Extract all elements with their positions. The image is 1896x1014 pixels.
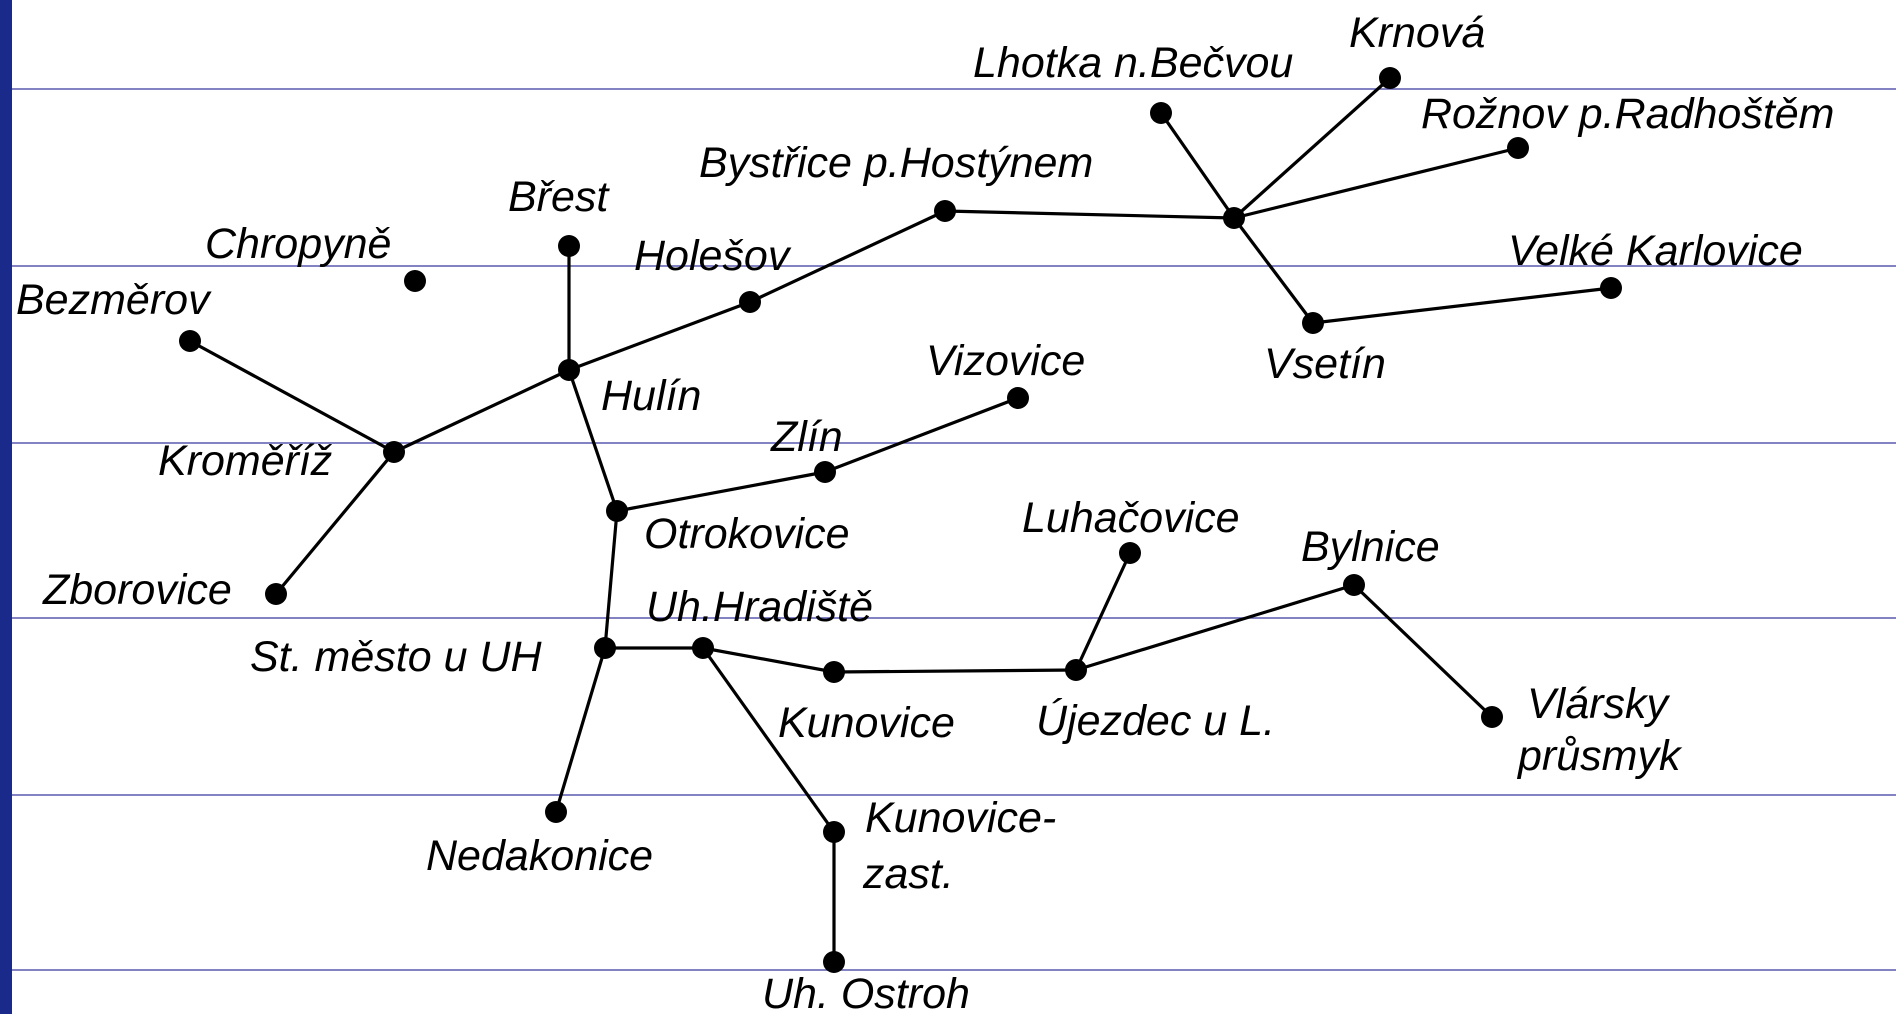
label-brest: Břest	[508, 173, 610, 221]
station-node-bylnice	[1343, 574, 1365, 596]
label-vlarsky-line2: průsmyk	[1516, 732, 1683, 780]
station-nodes	[179, 67, 1622, 973]
track-hulin-otrokovice	[567, 369, 619, 512]
station-node-otrokovice	[606, 500, 628, 522]
track-uh-hradiste-kunovice	[702, 646, 835, 674]
station-node-kunovice	[823, 661, 845, 683]
label-bystrice: Bystřice p.Hostýnem	[699, 139, 1093, 187]
label-bezmerov: Bezměrov	[16, 276, 212, 324]
label-chropyne: Chropyně	[205, 220, 391, 268]
track-bezmerov-kromeriz	[189, 339, 395, 454]
track-uh-hradiste-kunovice-zast	[701, 647, 836, 833]
label-luhacovice: Luhačovice	[1022, 494, 1240, 542]
station-node-lhotka	[1150, 102, 1172, 124]
track-junction-krnova	[1232, 76, 1392, 220]
label-nedakonice: Nedakonice	[426, 832, 653, 880]
track-kromeriz-zborovice	[274, 450, 396, 596]
label-holesov: Holešov	[634, 232, 792, 280]
label-kunovice: Kunovice	[778, 699, 955, 747]
label-uh-hradiste: Uh.Hradiště	[646, 583, 873, 631]
station-node-holesov	[739, 291, 761, 313]
label-krnova: Krnová	[1349, 9, 1485, 57]
label-hulin: Hulín	[601, 372, 701, 420]
track-bylnice-vlarsky	[1352, 583, 1494, 719]
track-junction-roznov	[1233, 146, 1519, 220]
track-zlin-vizovice	[824, 396, 1019, 474]
label-kromeriz: Kroměříž	[158, 437, 333, 485]
station-node-luhacovice	[1119, 542, 1141, 564]
track-ujezdec-bylnice	[1075, 583, 1355, 672]
station-node-vizovice	[1007, 387, 1029, 409]
track-ujezdec-luhacovice	[1074, 552, 1132, 671]
track-st-mesto-nedakonice	[554, 647, 607, 813]
station-node-velke-karlovice	[1600, 277, 1622, 299]
track-otrokovice-zlin	[616, 470, 826, 513]
label-lhotka: Lhotka n.Bečvou	[973, 39, 1293, 87]
left-edge-bar	[0, 0, 12, 1014]
label-kunovice-zast-line2: zast.	[862, 850, 954, 898]
station-labels: Krnová Lhotka n.Bečvou Rožnov p.Radhoště…	[16, 9, 1835, 1014]
station-node-bezmerov	[179, 330, 201, 352]
label-kunovice-zast-line1: Kunovice-	[865, 794, 1056, 842]
track-otrokovice-st-mesto	[603, 510, 619, 649]
track-bystrice-junction	[944, 209, 1235, 220]
station-node-bystrice	[934, 200, 956, 222]
station-node-ujezdec	[1065, 659, 1087, 681]
track-holesov-bystrice	[749, 209, 946, 304]
label-zborovice: Zborovice	[42, 566, 232, 614]
label-vizovice: Vizovice	[926, 337, 1085, 385]
station-node-st-mesto	[594, 637, 616, 659]
rule-lines	[12, 88, 1896, 971]
track-junction-vsetin	[1232, 217, 1315, 324]
station-node-junction	[1223, 207, 1245, 229]
station-node-hulin	[558, 359, 580, 381]
label-velke-karlovice: Velké Karlovice	[1508, 227, 1803, 275]
station-node-uh-hradiste	[692, 637, 714, 659]
station-node-brest	[558, 235, 580, 257]
station-node-chropyne	[404, 270, 426, 292]
track-segments	[189, 76, 1612, 962]
label-roznov: Rožnov p.Radhoštěm	[1421, 90, 1835, 138]
label-ujezdec: Újezdec u L.	[1036, 697, 1275, 745]
label-otrokovice: Otrokovice	[644, 510, 850, 558]
label-vsetin: Vsetín	[1264, 340, 1386, 388]
track-hulin-holesov	[568, 300, 751, 372]
station-node-vlarsky	[1481, 706, 1503, 728]
label-uh-ostroh: Uh. Ostroh	[762, 970, 970, 1014]
station-node-nedakonice	[545, 801, 567, 823]
station-node-zborovice	[265, 583, 287, 605]
station-node-kromeriz	[383, 441, 405, 463]
label-zlin: Zlín	[770, 413, 843, 461]
track-junction-lhotka	[1159, 112, 1236, 219]
track-kunovice-ujezdec	[833, 668, 1077, 674]
label-vlarsky-line1: Vlársky	[1527, 680, 1670, 728]
station-node-roznov	[1507, 137, 1529, 159]
station-node-uh-ostroh	[823, 951, 845, 973]
track-vsetin-velke-karlovice	[1312, 286, 1612, 325]
station-node-vsetin	[1302, 312, 1324, 334]
label-st-mesto: St. město u UH	[250, 633, 542, 681]
label-bylnice: Bylnice	[1301, 523, 1440, 571]
station-node-zlin	[814, 461, 836, 483]
track-kromeriz-hulin	[393, 368, 570, 454]
station-node-kunovice-zast	[823, 821, 845, 843]
station-node-krnova	[1379, 67, 1401, 89]
